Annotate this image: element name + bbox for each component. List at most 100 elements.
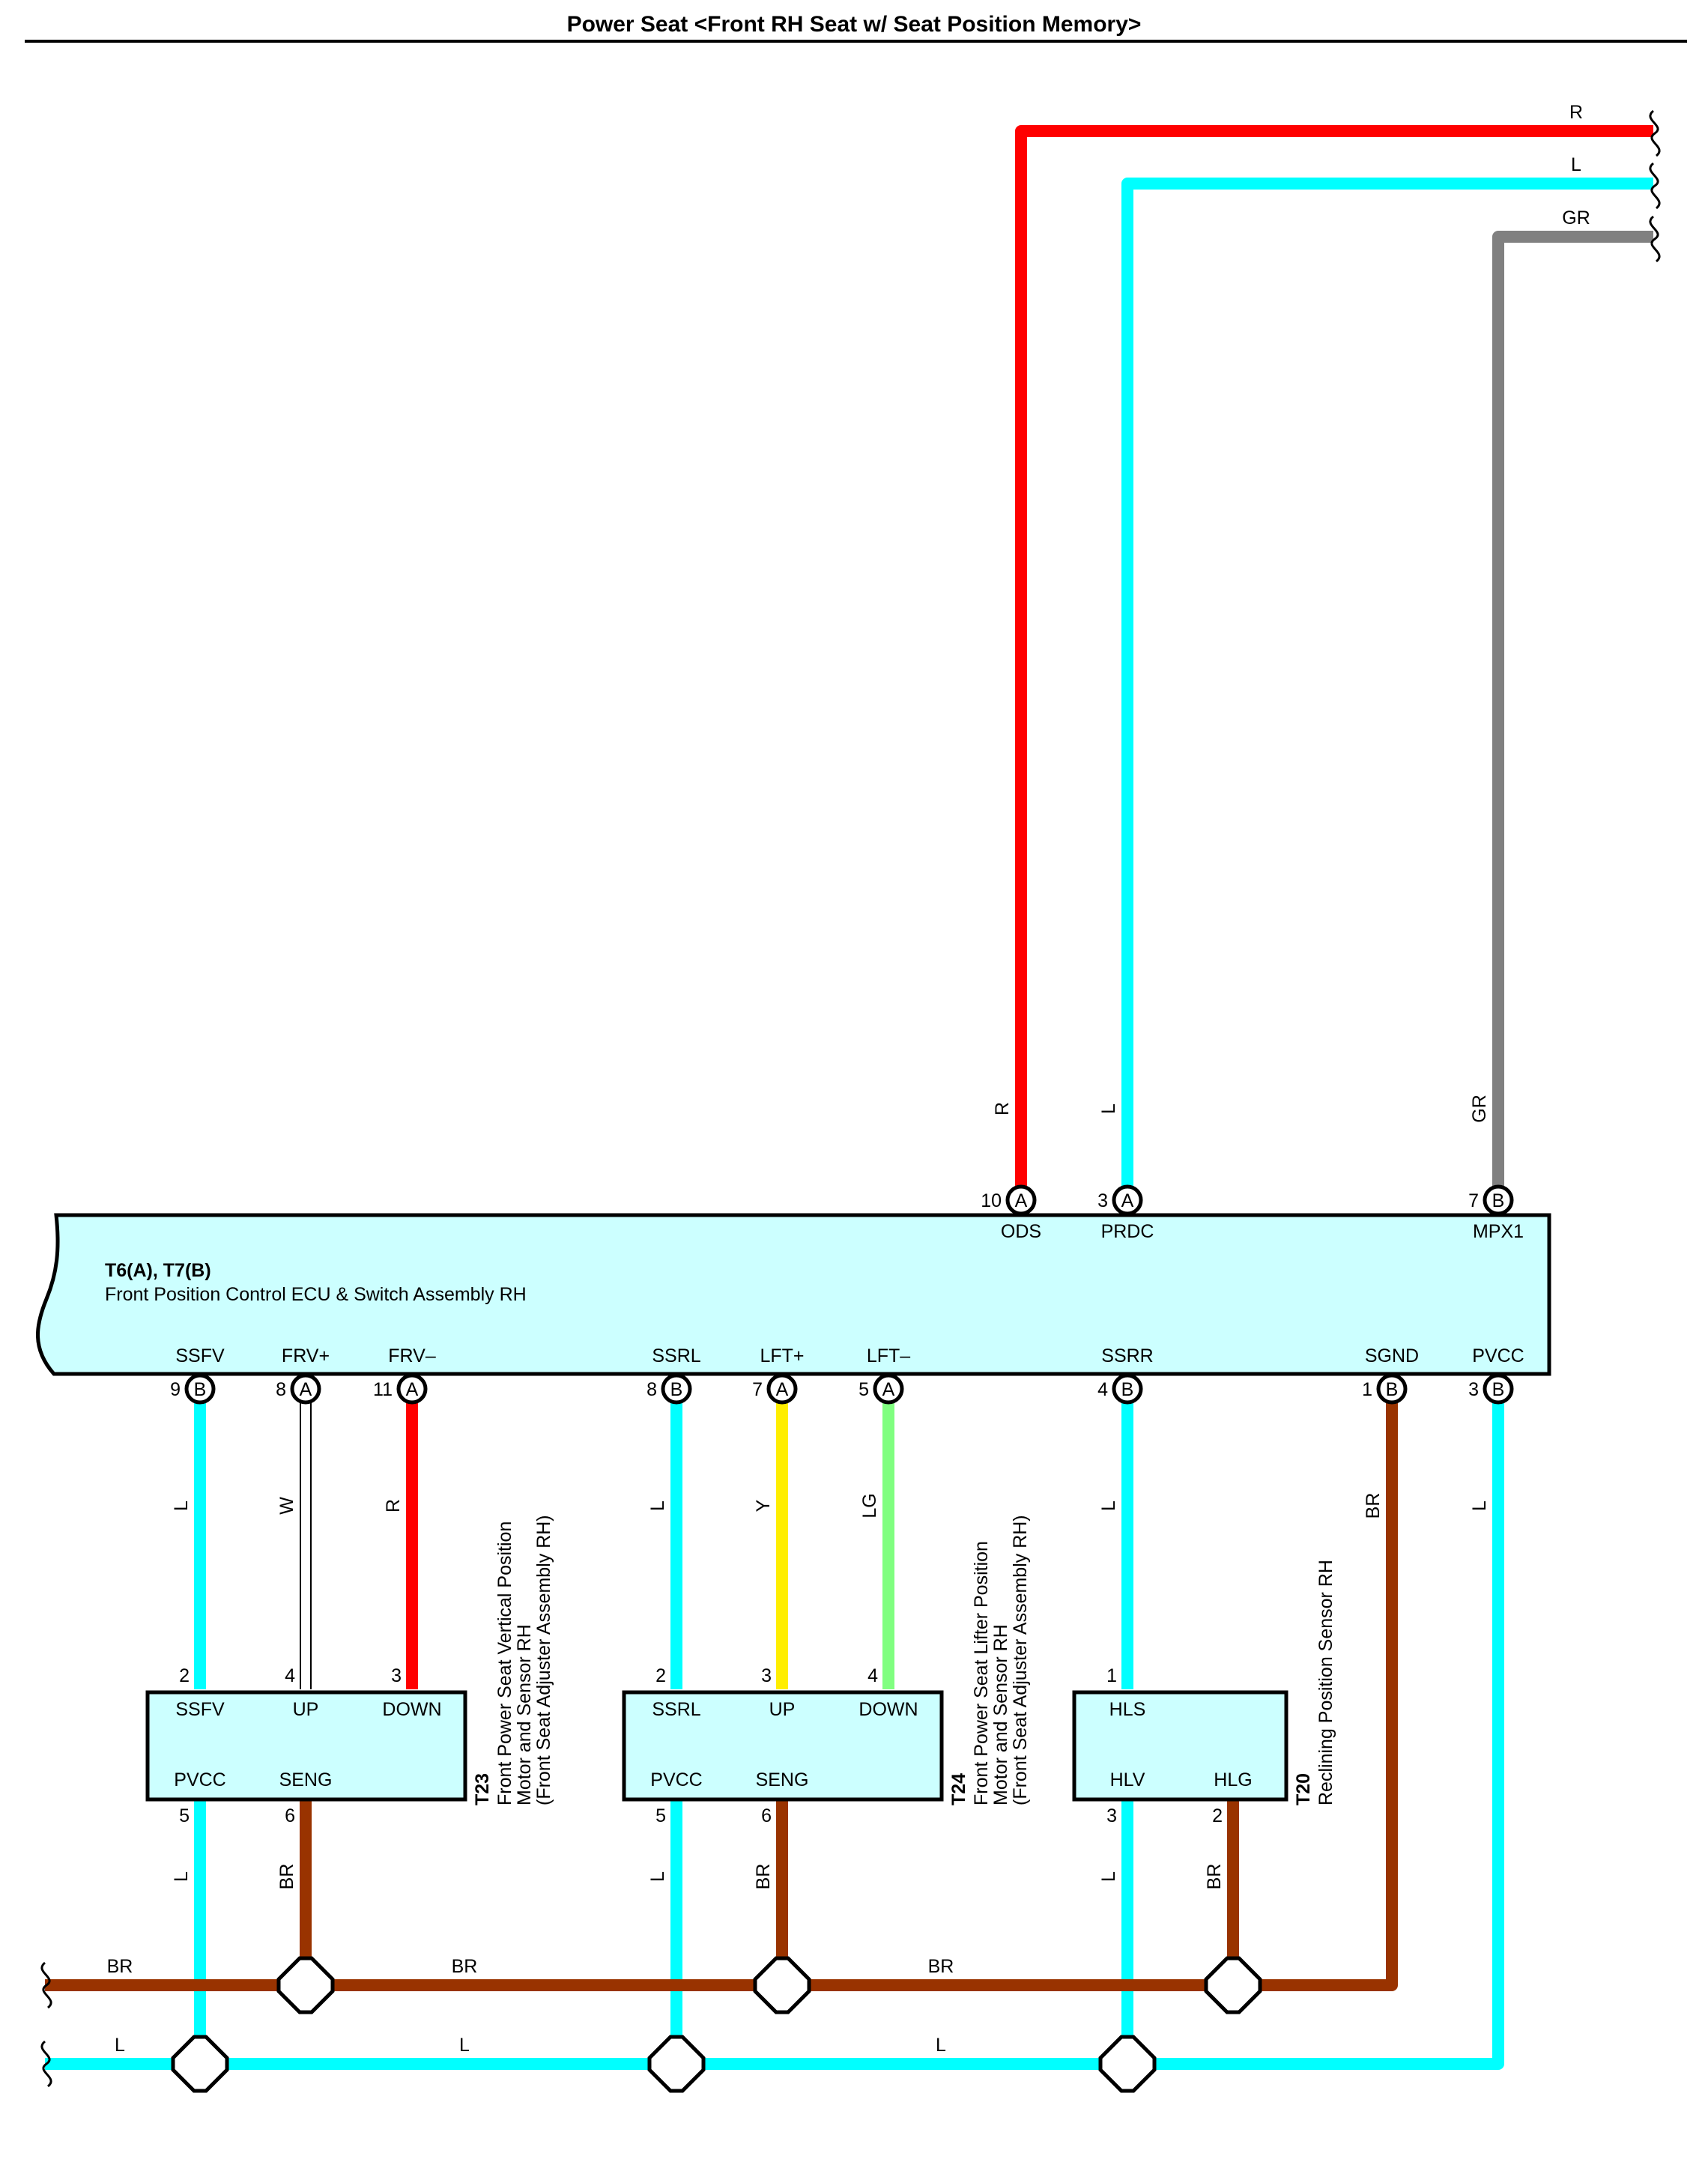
ecu-pin-name: FRV– (388, 1345, 436, 1366)
pin-number: 4 (1097, 1379, 1108, 1400)
ecu-pin-name: FRV+ (282, 1345, 330, 1366)
ecu-pin-name: SSFV (175, 1345, 225, 1366)
splice-br-t24[interactable] (753, 1956, 811, 2014)
pin-connector-letter: B (670, 1379, 683, 1400)
ecu-pin-name: LFT– (867, 1345, 910, 1366)
pin-connector-letter: A (776, 1379, 789, 1400)
ecu-pin-name: SSRR (1101, 1345, 1153, 1366)
component-pin-name: DOWN (382, 1699, 441, 1720)
pin-connector-letter: B (194, 1379, 207, 1400)
component-pin-name: PVCC (174, 1769, 225, 1790)
offpage-label-l: L (1571, 154, 1581, 175)
ecu-box[interactable] (35, 1213, 1551, 1376)
pin-number: 9 (170, 1379, 181, 1400)
ecu-pin-ssrl[interactable]: B 8 (646, 1373, 692, 1405)
component-t20-box[interactable] (1072, 1690, 1288, 1802)
component-pin-name: HLS (1109, 1699, 1146, 1720)
bus-l-label: L (459, 2035, 470, 2056)
pin-connector-letter: B (1386, 1379, 1399, 1400)
pin-number: 10 (981, 1190, 1002, 1211)
component-t23-desc: Front Power Seat Vertical Position (494, 1522, 515, 1805)
component-pin-name: SSRL (652, 1699, 700, 1720)
pin-number: 5 (858, 1379, 869, 1400)
wire-mpx1-gr[interactable] (1492, 231, 1653, 1197)
ecu-top-pins: A 10 A 3 B 7 (981, 1184, 1514, 1216)
component-t20-id: T20 (1293, 1773, 1314, 1805)
component-pin-number: 5 (655, 1805, 666, 1826)
component-pin-name: UP (769, 1699, 796, 1720)
offpage-wires: R L GR R L GR (992, 102, 1661, 1197)
ecu-pin-lftplus[interactable]: A 7 (752, 1373, 798, 1405)
wire-ods-r[interactable] (1015, 125, 1653, 1197)
ecu-pin-name: SSRL (652, 1345, 700, 1366)
ecu-pin-ssrr[interactable]: B 4 (1097, 1373, 1143, 1405)
wire-label-mpx1: GR (1469, 1094, 1490, 1123)
component-pin-number: 2 (655, 1665, 666, 1686)
splice-br-t20[interactable] (1204, 1956, 1262, 2014)
bus-br-break-mark (40, 1961, 52, 2009)
wire-label-ssfv: L (171, 1501, 192, 1511)
pin-connector-letter: A (882, 1379, 895, 1400)
component-pin-number: 3 (391, 1665, 402, 1686)
ecu-connector-ids: T6(A), T7(B) (105, 1260, 211, 1281)
component-t24-desc: Motor and Sensor RH (990, 1624, 1011, 1805)
component-t24-desc: Front Power Seat Lifter Position (971, 1541, 992, 1805)
component-pin-number: 1 (1106, 1665, 1117, 1686)
component-pin-number: 3 (1106, 1805, 1117, 1826)
component-pin-name: SSFV (175, 1699, 225, 1720)
component-pin-number: 6 (285, 1805, 295, 1826)
wire-prdc-l[interactable] (1121, 178, 1653, 1197)
ecu-pin-name: PRDC (1101, 1221, 1154, 1242)
component-t20: HLS HLV HLG 1 3 2 T20 Reclining Position… (1072, 1560, 1336, 1826)
offpage-label-gr: GR (1562, 208, 1590, 228)
component-pin-name: HLV (1110, 1769, 1145, 1790)
component-pin-number: 4 (285, 1665, 295, 1686)
ecu-bottom-pins: B 9 A 8 A 11 B 8 A 7 A 5 B (170, 1373, 1514, 1405)
component-t24-desc: (Front Seat Adjuster Assembly RH) (1010, 1515, 1031, 1805)
wire-label-sgnd: BR (1363, 1493, 1384, 1519)
bus-l-label: L (936, 2035, 946, 2056)
component-t20-desc: Reclining Position Sensor RH (1315, 1560, 1336, 1805)
splice-l-t23[interactable] (171, 2035, 229, 2093)
splice-l-t24[interactable] (647, 2035, 706, 2093)
component-t24-box[interactable] (622, 1690, 944, 1802)
pin-connector-letter: B (1492, 1379, 1505, 1400)
bus-l-label: L (115, 2035, 125, 2056)
ecu-pin-name: MPX1 (1473, 1221, 1524, 1242)
pin-number: 8 (646, 1379, 657, 1400)
bus-wires: BR BR BR L L L (40, 1956, 1498, 2093)
component-t23-box[interactable] (145, 1690, 467, 1802)
break-mark-r (1649, 109, 1661, 157)
ecu-pin-ods[interactable]: A 10 (981, 1184, 1037, 1216)
splice-l-t20[interactable] (1098, 2035, 1157, 2093)
ecu-pin-pvcc[interactable]: B 3 (1468, 1373, 1514, 1405)
wire-label-prdc: L (1098, 1103, 1119, 1114)
component-pin-name: UP (293, 1699, 319, 1720)
pin-connector-letter: A (406, 1379, 419, 1400)
component-down-wires: L BR L BR L BR (171, 1796, 1239, 2064)
ecu-pin-ssfv[interactable]: B 9 (170, 1373, 216, 1405)
splice-br-t23[interactable] (276, 1956, 335, 2014)
wire-label-t23-seng: BR (276, 1864, 297, 1890)
wire-label-t23-pvcc: L (171, 1871, 192, 1882)
ecu-pin-frvminus[interactable]: A 11 (373, 1373, 428, 1405)
pin-number: 11 (373, 1379, 393, 1400)
component-pin-number: 6 (761, 1805, 772, 1826)
component-pin-name: SENG (756, 1769, 809, 1790)
component-pin-name: DOWN (858, 1699, 918, 1720)
wire-label-ssrl: L (647, 1501, 668, 1511)
ecu-pin-name: ODS (1001, 1221, 1041, 1242)
break-mark-l (1649, 162, 1661, 210)
bus-l-break-mark (40, 2040, 52, 2088)
bus-br-label: BR (107, 1956, 133, 1977)
wire-label-frvminus: R (383, 1499, 404, 1513)
ecu-pin-lftminus[interactable]: A 5 (858, 1373, 904, 1405)
ecu-pin-frvplus[interactable]: A 8 (276, 1373, 321, 1405)
ecu-pin-sgnd[interactable]: B 1 (1362, 1373, 1408, 1405)
wire-label-ssrr: L (1098, 1501, 1119, 1511)
wire-label-pvcc: L (1469, 1501, 1490, 1511)
bus-br-label: BR (452, 1956, 478, 1977)
ecu-pin-mpx1[interactable]: B 7 (1468, 1184, 1514, 1216)
ecu-pin-prdc[interactable]: A 3 (1097, 1184, 1143, 1216)
component-pin-number: 5 (179, 1805, 190, 1826)
